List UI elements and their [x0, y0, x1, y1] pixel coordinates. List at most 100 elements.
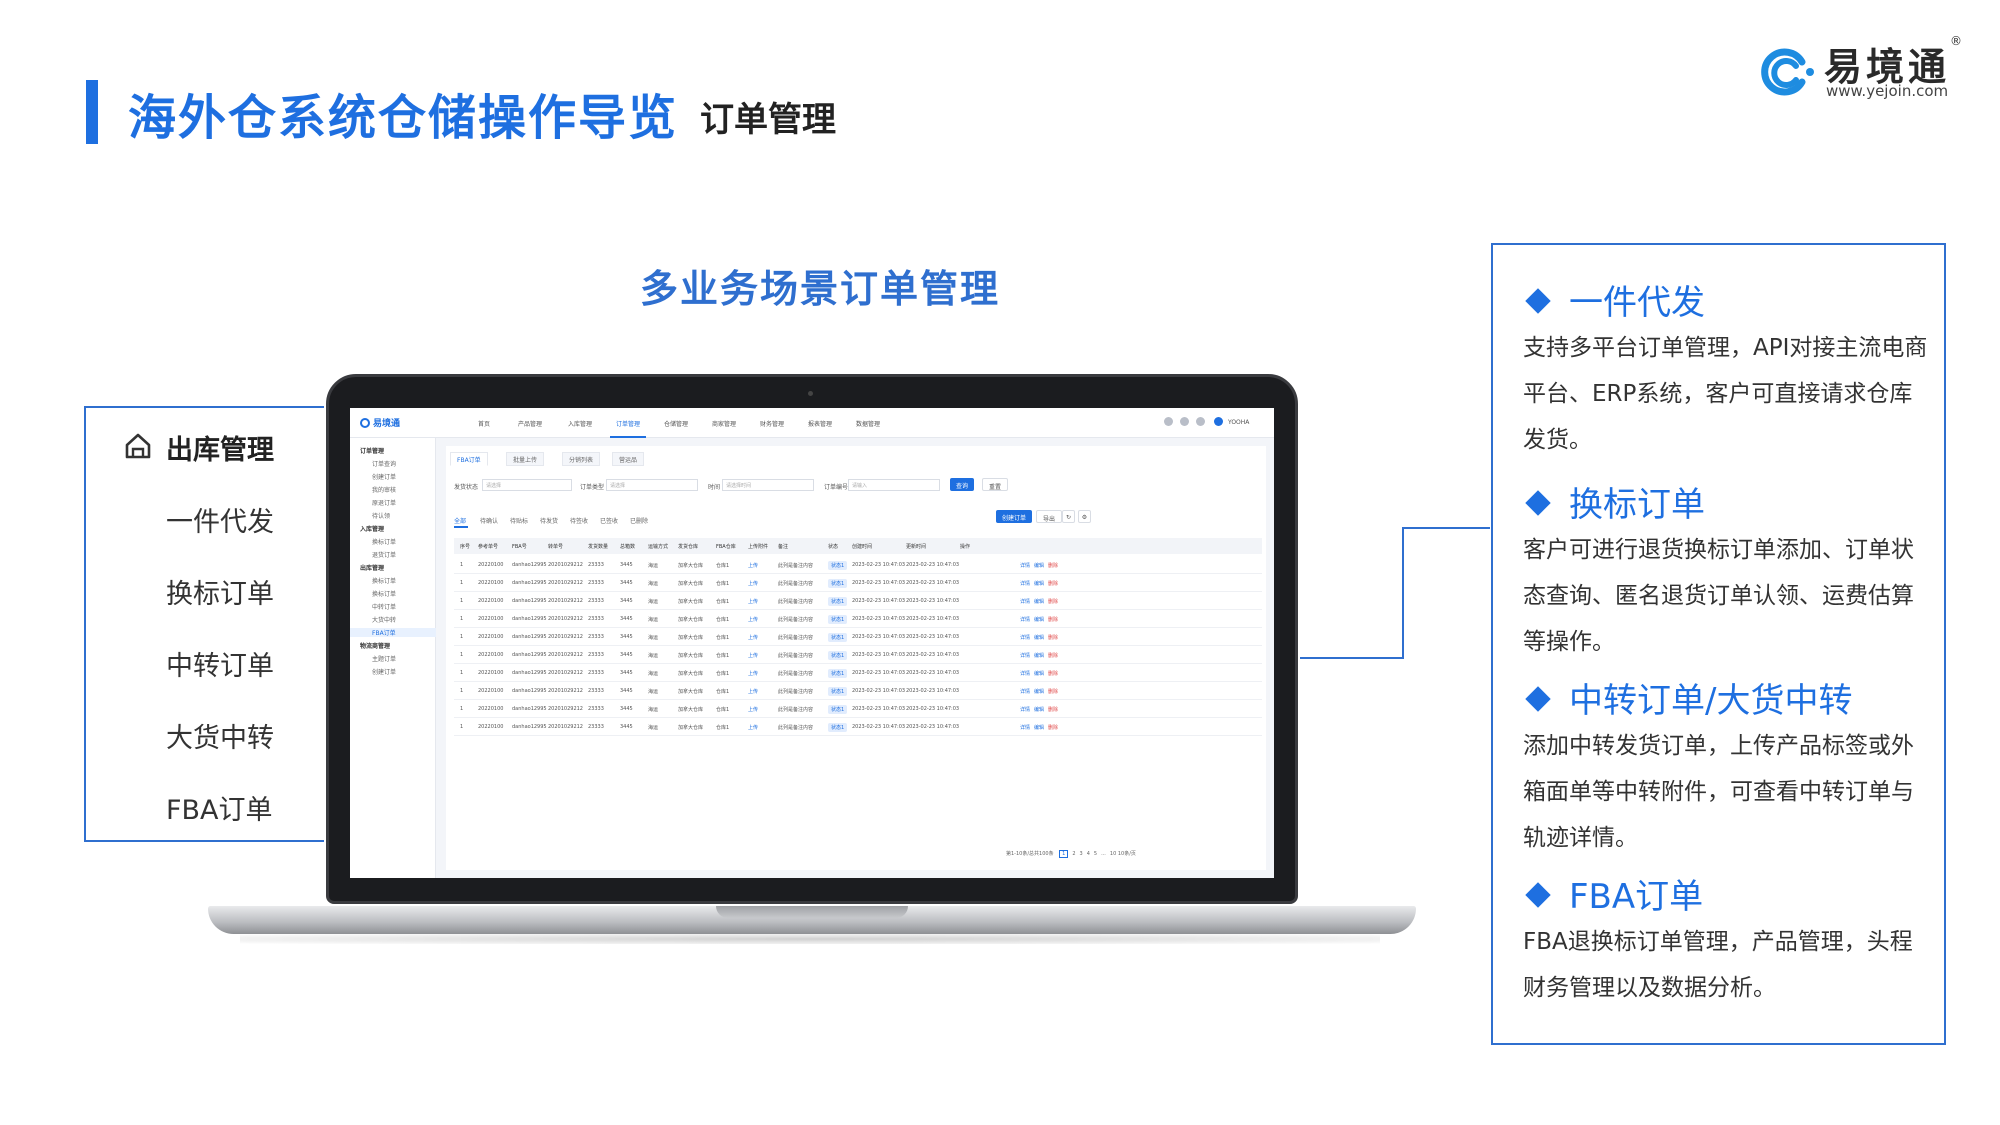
nav-storage[interactable]: 仓储管理 — [664, 421, 689, 428]
left-menu-item-bulk-transfer[interactable]: 大货中转 — [166, 723, 274, 754]
sidebar-item[interactable]: 换标订单 — [372, 539, 397, 546]
row-delete-link[interactable]: 删除 — [1048, 653, 1059, 659]
table-cell-upload[interactable]: 上传 — [748, 725, 759, 731]
column-settings-icon[interactable]: ⚙ — [1078, 510, 1091, 523]
filter-time-picker[interactable]: 请选择时间 — [722, 479, 814, 491]
nav-finance[interactable]: 财务管理 — [760, 421, 785, 428]
row-edit-link[interactable]: 编辑 — [1034, 689, 1045, 695]
sidebar-item[interactable]: 订单查询 — [372, 461, 397, 468]
row-detail-link[interactable]: 详情 — [1020, 653, 1031, 659]
user-name[interactable]: YOOHA — [1228, 419, 1250, 426]
filter-ship-status-select[interactable]: 请选择 — [482, 479, 572, 491]
sidebar-item[interactable]: 换标订单 — [372, 591, 397, 598]
sidebar-group[interactable]: 物流商管理 — [360, 643, 391, 650]
sidebar-group[interactable]: 入库管理 — [360, 526, 385, 533]
left-menu-head[interactable]: 出库管理 — [166, 435, 274, 466]
sidebar-item[interactable]: 换标订单 — [372, 578, 397, 585]
sidebar-item[interactable]: 我的审核 — [372, 487, 397, 494]
table-cell-upload[interactable]: 上传 — [748, 671, 759, 677]
left-menu-item-dropship[interactable]: 一件代发 — [166, 507, 274, 538]
tab-distribution-list[interactable]: 分销列表 — [562, 452, 601, 466]
row-delete-link[interactable]: 删除 — [1048, 707, 1059, 713]
status-tab-all[interactable]: 全部 — [454, 518, 467, 525]
sidebar-item[interactable]: 待认领 — [372, 513, 391, 520]
status-tab-pending-sign[interactable]: 待签收 — [570, 518, 589, 525]
sidebar-item[interactable]: 中转订单 — [372, 604, 397, 611]
left-menu-item-transfer[interactable]: 中转订单 — [166, 651, 274, 682]
row-detail-link[interactable]: 详情 — [1020, 635, 1031, 641]
nav-merchants[interactable]: 商家管理 — [712, 421, 737, 428]
sidebar-item[interactable]: 主题订单 — [372, 656, 397, 663]
sidebar-group[interactable]: 订单管理 — [360, 448, 385, 455]
nav-home[interactable]: 首页 — [478, 421, 491, 428]
row-detail-link[interactable]: 详情 — [1020, 563, 1031, 569]
table-cell-upload[interactable]: 上传 — [748, 617, 759, 623]
pagination-page[interactable]: 1 — [1059, 850, 1069, 858]
nav-inbound[interactable]: 入库管理 — [568, 421, 593, 428]
nav-products[interactable]: 产品管理 — [518, 421, 543, 428]
message-icon[interactable] — [1180, 417, 1189, 426]
table-cell-upload[interactable]: 上传 — [748, 635, 759, 641]
table-cell-upload[interactable]: 上传 — [748, 563, 759, 569]
left-menu-item-fba[interactable]: FBA订单 — [166, 795, 273, 826]
filter-order-type-select[interactable]: 请选择 — [606, 479, 698, 491]
table-cell-upload[interactable]: 上传 — [748, 653, 759, 659]
row-delete-link[interactable]: 删除 — [1048, 635, 1059, 641]
sidebar-item[interactable]: FBA订单 — [350, 628, 436, 637]
row-edit-link[interactable]: 编辑 — [1034, 635, 1045, 641]
row-detail-link[interactable]: 详情 — [1020, 617, 1031, 623]
avatar[interactable] — [1214, 417, 1223, 426]
nav-data[interactable]: 数据管理 — [856, 421, 881, 428]
row-detail-link[interactable]: 详情 — [1020, 707, 1031, 713]
sidebar-item[interactable]: 退货订单 — [372, 552, 397, 559]
row-detail-link[interactable]: 详情 — [1020, 671, 1031, 677]
pagination-page[interactable]: ... — [1101, 851, 1106, 857]
row-edit-link[interactable]: 编辑 — [1034, 563, 1045, 569]
left-menu-item-relabel[interactable]: 换标订单 — [166, 579, 274, 610]
status-tab-pending-label[interactable]: 待贴标 — [510, 518, 529, 525]
sidebar-item[interactable]: 大货中转 — [372, 617, 397, 624]
sidebar-group[interactable]: 出库管理 — [360, 565, 385, 572]
row-delete-link[interactable]: 删除 — [1048, 563, 1059, 569]
row-edit-link[interactable]: 编辑 — [1034, 581, 1045, 587]
table-cell-upload[interactable]: 上传 — [748, 581, 759, 587]
row-edit-link[interactable]: 编辑 — [1034, 725, 1045, 731]
status-tab-signed[interactable]: 已签收 — [600, 518, 619, 525]
row-delete-link[interactable]: 删除 — [1048, 599, 1059, 605]
nav-reports[interactable]: 报表管理 — [808, 421, 833, 428]
row-edit-link[interactable]: 编辑 — [1034, 707, 1045, 713]
search-button[interactable]: 查询 — [950, 478, 975, 491]
pagination-page[interactable]: 3 — [1079, 851, 1083, 857]
pagination-page[interactable]: 10 — [1109, 851, 1117, 857]
status-tab-pending-ship[interactable]: 待发货 — [540, 518, 559, 525]
row-detail-link[interactable]: 详情 — [1020, 725, 1031, 731]
tab-operations[interactable]: 营运品 — [612, 452, 645, 466]
row-edit-link[interactable]: 编辑 — [1034, 671, 1045, 677]
status-tab-deleted[interactable]: 已删除 — [630, 518, 649, 525]
tab-fba-orders[interactable]: FBA订单 — [450, 452, 488, 466]
row-delete-link[interactable]: 删除 — [1048, 581, 1059, 587]
create-order-button[interactable]: 创建订单 — [996, 510, 1033, 523]
row-detail-link[interactable]: 详情 — [1020, 689, 1031, 695]
sidebar-item[interactable]: 创建订单 — [372, 669, 397, 676]
row-delete-link[interactable]: 删除 — [1048, 617, 1059, 623]
row-delete-link[interactable]: 删除 — [1048, 671, 1059, 677]
row-edit-link[interactable]: 编辑 — [1034, 617, 1045, 623]
table-cell-upload[interactable]: 上传 — [748, 599, 759, 605]
pagination-page[interactable]: 4 — [1086, 851, 1090, 857]
reset-button[interactable]: 重置 — [982, 478, 1009, 491]
row-edit-link[interactable]: 编辑 — [1034, 653, 1045, 659]
nav-orders[interactable]: 订单管理 — [616, 421, 641, 428]
pagination-page[interactable]: 2 — [1072, 851, 1076, 857]
export-button[interactable]: 导出 — [1036, 510, 1063, 523]
notification-icon[interactable] — [1164, 417, 1173, 426]
filter-order-no-input[interactable]: 请输入 — [848, 479, 940, 491]
settings-icon[interactable] — [1196, 417, 1205, 426]
